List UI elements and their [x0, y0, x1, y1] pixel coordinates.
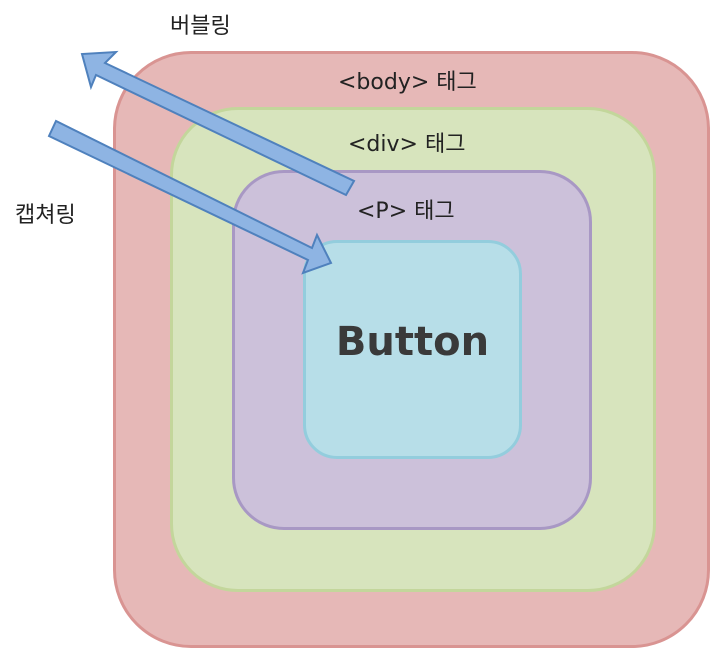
button-box[interactable] — [303, 240, 522, 459]
bubbling-label: 버블링 — [170, 14, 231, 39]
button-label: Button — [335, 318, 490, 365]
div-tag-label: <div> 태그 — [348, 132, 466, 157]
bubbling-arrow — [80, 50, 356, 197]
body-tag-label: <body> 태그 — [338, 70, 477, 95]
p-tag-label: <P> 태그 — [357, 199, 455, 224]
capturing-label: 캡쳐링 — [15, 203, 76, 228]
capturing-arrow — [47, 119, 333, 275]
